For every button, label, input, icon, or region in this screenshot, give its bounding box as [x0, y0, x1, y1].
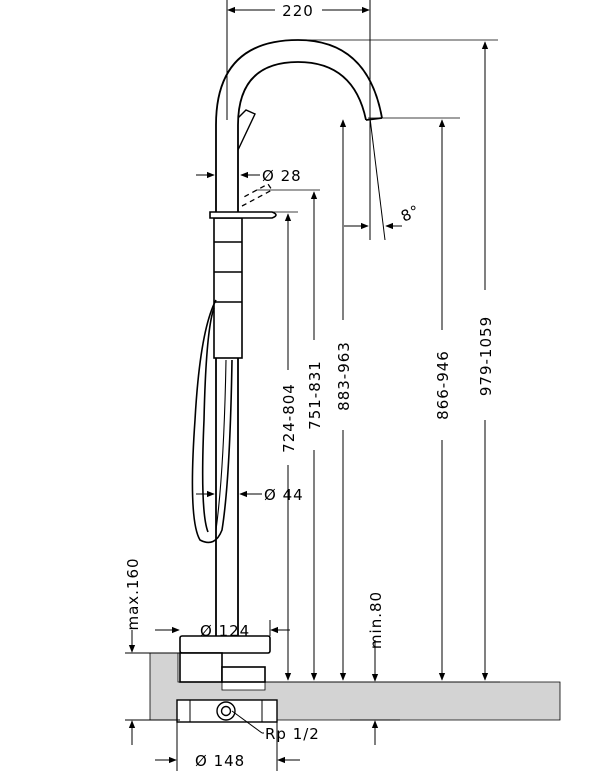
dim-height-handle-1-label: 724-804 — [280, 383, 298, 453]
dim-thread — [231, 710, 264, 734]
dim-spout-reach-label: 220 — [282, 2, 314, 20]
dim-spout-reach — [226, 0, 371, 120]
dim-total-height-label: 979-1059 — [477, 316, 495, 396]
dim-column-diameter-label: Ø 44 — [264, 486, 304, 504]
base-plate — [179, 635, 271, 683]
dim-spout-tip-diameter — [196, 171, 260, 179]
shower-hose — [191, 299, 233, 544]
dim-spout-tip-diameter-label: Ø 28 — [262, 167, 302, 185]
dim-min-clearance — [350, 640, 400, 745]
dim-height-spout-curve-label: 866-946 — [434, 350, 452, 420]
dim-base-diameter-label: Ø 124 — [200, 622, 250, 640]
dim-box-diameter-label: Ø 148 — [195, 752, 245, 770]
dim-box-diameter — [155, 722, 300, 771]
dim-max-depth — [125, 630, 180, 745]
spout — [215, 39, 383, 240]
dim-spout-angle — [344, 117, 402, 241]
dim-spout-angle-label: 8° — [398, 201, 423, 225]
dim-max-depth-label: max.160 — [124, 557, 142, 630]
mixer-handle — [209, 183, 277, 359]
dim-min-clearance-label: min.80 — [367, 591, 385, 649]
extension-lines — [240, 39, 500, 683]
installation-box — [176, 699, 278, 723]
dim-base-diameter — [155, 620, 290, 636]
dim-thread-label: Rp 1/2 — [265, 725, 320, 743]
dim-height-handle-2-label: 751-831 — [306, 360, 324, 430]
dim-height-spout-outlet-label: 883-963 — [335, 341, 353, 411]
